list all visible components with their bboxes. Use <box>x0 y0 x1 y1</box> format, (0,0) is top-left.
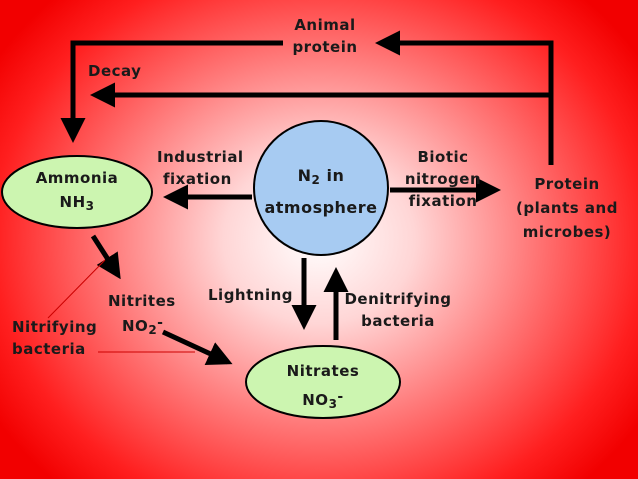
denitrifying-label: Denitrifying bacteria <box>344 290 452 330</box>
decay-label: Decay <box>88 62 142 80</box>
nitrates-node <box>245 345 401 419</box>
nitrates-label: Nitrates NO3- <box>286 362 360 411</box>
industrial-fixation-label: Industrial fixation <box>157 148 244 188</box>
lightning-label: Lightning <box>208 286 294 304</box>
animal-protein-label: Animal protein <box>292 16 358 56</box>
nitrites-to-nitrates-arrow <box>161 329 233 365</box>
protein-to-animal-line <box>375 30 554 165</box>
animal-to-decay-line <box>60 40 283 143</box>
ammonia-node <box>1 155 153 229</box>
protein-label: Protein (plants and microbes) <box>516 175 618 241</box>
atmosphere-node <box>253 120 389 256</box>
nitrifying-pointer-upper <box>47 259 106 319</box>
nitrites-label: Nitrites NO2- <box>108 292 176 337</box>
ammonia-to-nitrites-arrow <box>90 234 121 280</box>
atmosphere-label: N2 in atmosphere <box>264 166 378 217</box>
nitrifying-bacteria-label: Nitrifying bacteria <box>12 318 98 358</box>
biotic-fixation-label: Biotic nitrogen fixation <box>404 148 482 210</box>
ammonia-label: Ammonia NH3 <box>35 169 119 213</box>
